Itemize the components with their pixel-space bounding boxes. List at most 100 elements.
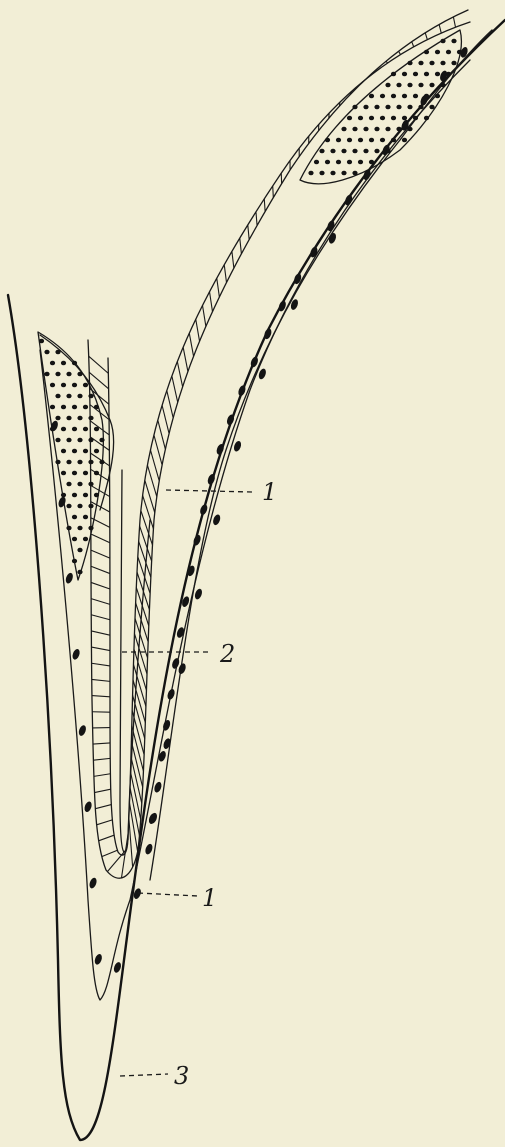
tissue-dot: [352, 171, 357, 175]
epithelial-cell-divider: [91, 534, 110, 543]
epithelial-cell-divider: [425, 33, 427, 40]
tissue-dot: [396, 127, 401, 131]
tissue-dot: [72, 471, 77, 475]
tissue-dot: [61, 427, 66, 431]
epithelial-cell-divider: [91, 615, 110, 620]
nucleus: [233, 440, 243, 453]
epithelial-cell-divider: [217, 278, 220, 297]
epithelial-cell-divider: [89, 356, 109, 373]
tissue-dot: [358, 116, 363, 120]
tissue-dot: [88, 394, 93, 398]
tissue-dot: [429, 105, 434, 109]
epithelial-cell-divider: [177, 362, 182, 387]
epithelial-cell-divider: [95, 805, 111, 809]
tissue-dot: [83, 537, 88, 541]
epithelial-cell-divider: [92, 679, 110, 681]
tissue-dot: [83, 493, 88, 497]
tissue-dot: [325, 160, 330, 164]
tissue-dot: [336, 160, 341, 164]
label-2: 2: [219, 640, 235, 668]
tissue-dot: [347, 116, 352, 120]
tissue-dot: [369, 94, 374, 98]
tissue-dot: [66, 504, 71, 508]
inner-layer-1-outline: [40, 60, 470, 1000]
epithelial-cell-divider: [91, 599, 110, 605]
tissue-dot: [391, 116, 396, 120]
tissue-dot: [77, 570, 82, 574]
tissue-dot: [99, 438, 104, 442]
label-1-lower: 1: [202, 884, 217, 912]
tissue-dot: [72, 383, 77, 387]
tissue-dot: [424, 50, 429, 54]
tissue-dot: [451, 39, 456, 43]
epithelial-cell-divider: [439, 25, 441, 34]
nucleus: [257, 368, 267, 381]
tissue-dot: [66, 394, 71, 398]
tissue-dot: [396, 83, 401, 87]
tissue-dot: [446, 50, 451, 54]
nucleus: [57, 496, 67, 509]
tissue-dot: [369, 138, 374, 142]
epithelial-cell-divider: [209, 292, 212, 312]
tissue-dot: [440, 83, 445, 87]
epithelium-band-outer-edge: [88, 10, 468, 878]
tissue-dot: [72, 537, 77, 541]
tissue-dot: [308, 171, 313, 175]
tissue-dot: [380, 94, 385, 98]
tissue-dot: [402, 138, 407, 142]
tissue-dot: [407, 127, 412, 131]
tissue-dot: [330, 171, 335, 175]
tissue-dot: [391, 94, 396, 98]
tissue-dot: [385, 127, 390, 131]
nucleus: [212, 514, 222, 527]
tissue-dot: [319, 149, 324, 153]
tissue-dot: [83, 405, 88, 409]
tissue-dot: [61, 493, 66, 497]
epithelial-cell-divider: [202, 305, 205, 326]
epithelial-cell-divider: [94, 789, 110, 792]
epithelial-cell-divider: [121, 834, 128, 878]
tissue-dot: [424, 72, 429, 76]
outer-sheath-outline: [8, 20, 505, 1140]
epithelial-cell-divider: [140, 526, 152, 561]
epithelial-cell-divider: [167, 390, 173, 417]
tissue-dot: [55, 438, 60, 442]
tissue-dot: [66, 438, 71, 442]
tissue-dot: [61, 361, 66, 365]
epithelial-cell-divider: [102, 850, 118, 856]
epithelial-cell-divider: [248, 225, 249, 240]
epithelial-cell-divider: [162, 405, 169, 433]
tissue-dot: [374, 105, 379, 109]
tissue-dot: [61, 449, 66, 453]
tissue-dot: [72, 449, 77, 453]
nucleus: [64, 572, 74, 585]
tissue-dot: [83, 427, 88, 431]
tissue-dot: [358, 138, 363, 142]
tissue-dot: [66, 372, 71, 376]
nucleus: [153, 781, 163, 794]
epithelial-cell-divider: [129, 818, 133, 867]
tissue-dot: [77, 548, 82, 552]
tissue-dot: [77, 394, 82, 398]
tissue-dot: [66, 416, 71, 420]
tissue-dot: [435, 72, 440, 76]
tissue-dot: [77, 526, 82, 530]
tissue-dot: [55, 394, 60, 398]
epithelial-cell-divider: [91, 566, 110, 573]
epithelial-cell-divider: [90, 421, 109, 435]
epithelial-cell-divider: [256, 212, 257, 226]
tissue-dot: [50, 405, 55, 409]
lower-dotted-structure-outline: [38, 332, 103, 580]
epithelial-cell-divider: [141, 511, 153, 545]
tissue-dot: [66, 460, 71, 464]
tissue-dot: [83, 515, 88, 519]
tissue-dot: [44, 350, 49, 354]
tissue-dot: [66, 526, 71, 530]
tissue-dot: [341, 149, 346, 153]
tissue-dot: [50, 361, 55, 365]
tissue-dot: [363, 105, 368, 109]
tissue-dot: [55, 416, 60, 420]
layer-1-outer-edge: [150, 30, 492, 880]
epithelial-cell-divider: [91, 582, 110, 589]
